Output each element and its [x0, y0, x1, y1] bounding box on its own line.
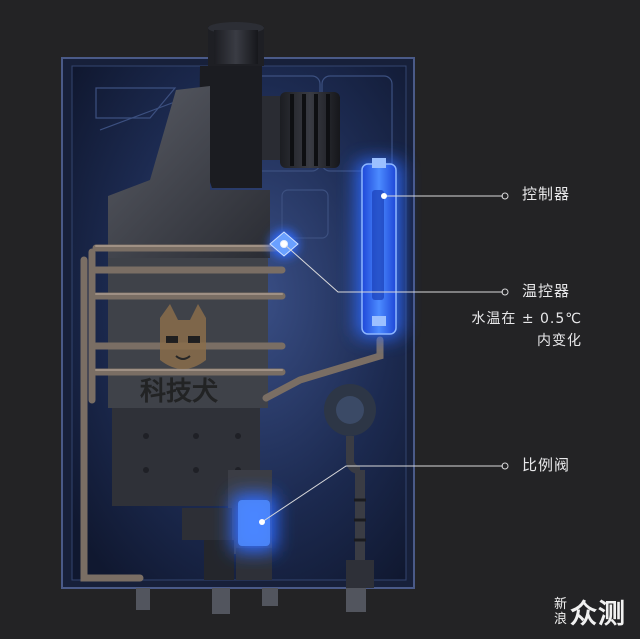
- thermostat-note: 水温在 ± 0.5℃ 内变化: [471, 308, 582, 352]
- controller-module: [356, 158, 402, 338]
- label-proportional-valve: 比例阀: [522, 456, 571, 474]
- svg-text:科技犬: 科技犬: [140, 377, 219, 407]
- water-pump: [324, 384, 376, 588]
- watermark-brand: 众测: [570, 599, 626, 630]
- thermostat-note-line2: 内变化: [537, 333, 582, 349]
- callout-lines: [259, 192, 509, 525]
- proportional-valve-highlight: [232, 494, 276, 552]
- heat-exchanger-pipes: [80, 244, 384, 582]
- watermark-char-1: 新: [553, 596, 567, 612]
- label-controller: 控制器: [522, 185, 571, 203]
- bottom-fittings: [136, 588, 366, 614]
- blower-fan: [199, 66, 340, 188]
- combustion-chamber: [108, 86, 270, 506]
- label-thermostat: 温控器: [522, 282, 571, 300]
- sina-zhongce-watermark: 新 浪 众测: [554, 592, 626, 631]
- watermark-char-2: 浪: [553, 611, 567, 627]
- thermostat-note-line1: 水温在 ± 0.5℃: [471, 311, 582, 327]
- exhaust-duct: [208, 22, 264, 66]
- watermark-mascot: 科技犬: [140, 304, 219, 407]
